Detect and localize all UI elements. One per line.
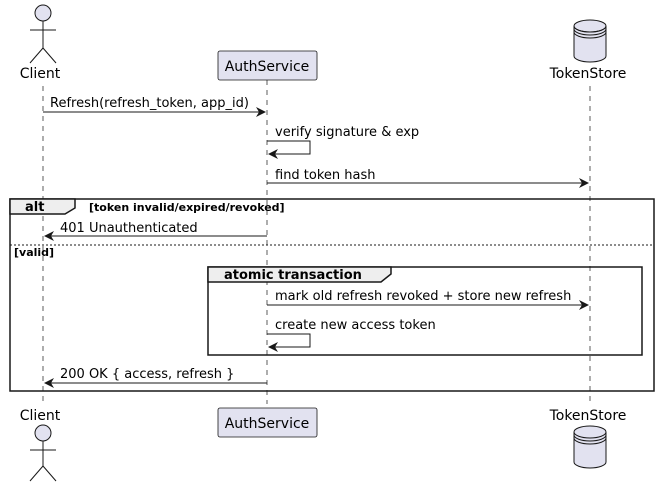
message-find-token-hash: find token hash (267, 168, 589, 188)
participant-label-client: Client (20, 66, 61, 82)
alt-guard: [token invalid/expired/revoked] (89, 201, 285, 214)
message-create-access-token: create new access token (267, 318, 436, 352)
message-200-ok: 200 OK { access, refresh } (44, 367, 267, 388)
participant-label-authservice-bottom: AuthService (225, 416, 310, 432)
message-label-mark-revoked: mark old refresh revoked + store new ref… (275, 289, 571, 304)
message-verify-signature: verify signature & exp (267, 125, 419, 159)
message-label-refresh: Refresh(refresh_token, app_id) (50, 96, 249, 111)
alt-keyword: alt (25, 200, 44, 215)
actor-client-bottom: Client (20, 408, 61, 482)
message-label-verify: verify signature & exp (275, 125, 419, 140)
database-tokenstore-bottom: TokenStore (549, 408, 627, 469)
message-refresh: Refresh(refresh_token, app_id) (43, 96, 266, 117)
alt-fragment: alt [token invalid/expired/revoked] [val… (9, 198, 655, 392)
message-label-create-token: create new access token (275, 318, 436, 333)
participant-label-client-bottom: Client (20, 408, 61, 424)
message-401: 401 Unauthenticated (44, 221, 267, 241)
participant-label-tokenstore: TokenStore (549, 66, 627, 82)
actor-client-top: Client (20, 4, 61, 82)
message-mark-revoked: mark old refresh revoked + store new ref… (267, 289, 589, 310)
database-tokenstore-top: TokenStore (549, 19, 627, 82)
group-title: atomic transaction (224, 268, 362, 283)
actor-head (34, 4, 52, 22)
participant-label-authservice: AuthService (225, 59, 310, 75)
message-label-200: 200 OK { access, refresh } (60, 367, 234, 382)
participant-authservice-top: AuthService (217, 50, 318, 81)
else-guard: [valid] (14, 246, 54, 259)
message-label-401: 401 Unauthenticated (60, 221, 198, 236)
group-atomic-transaction: atomic transaction (207, 266, 643, 356)
participant-authservice-bottom: AuthService (217, 407, 318, 438)
participant-label-tokenstore-bottom: TokenStore (549, 408, 627, 424)
message-label-find: find token hash (275, 168, 376, 183)
